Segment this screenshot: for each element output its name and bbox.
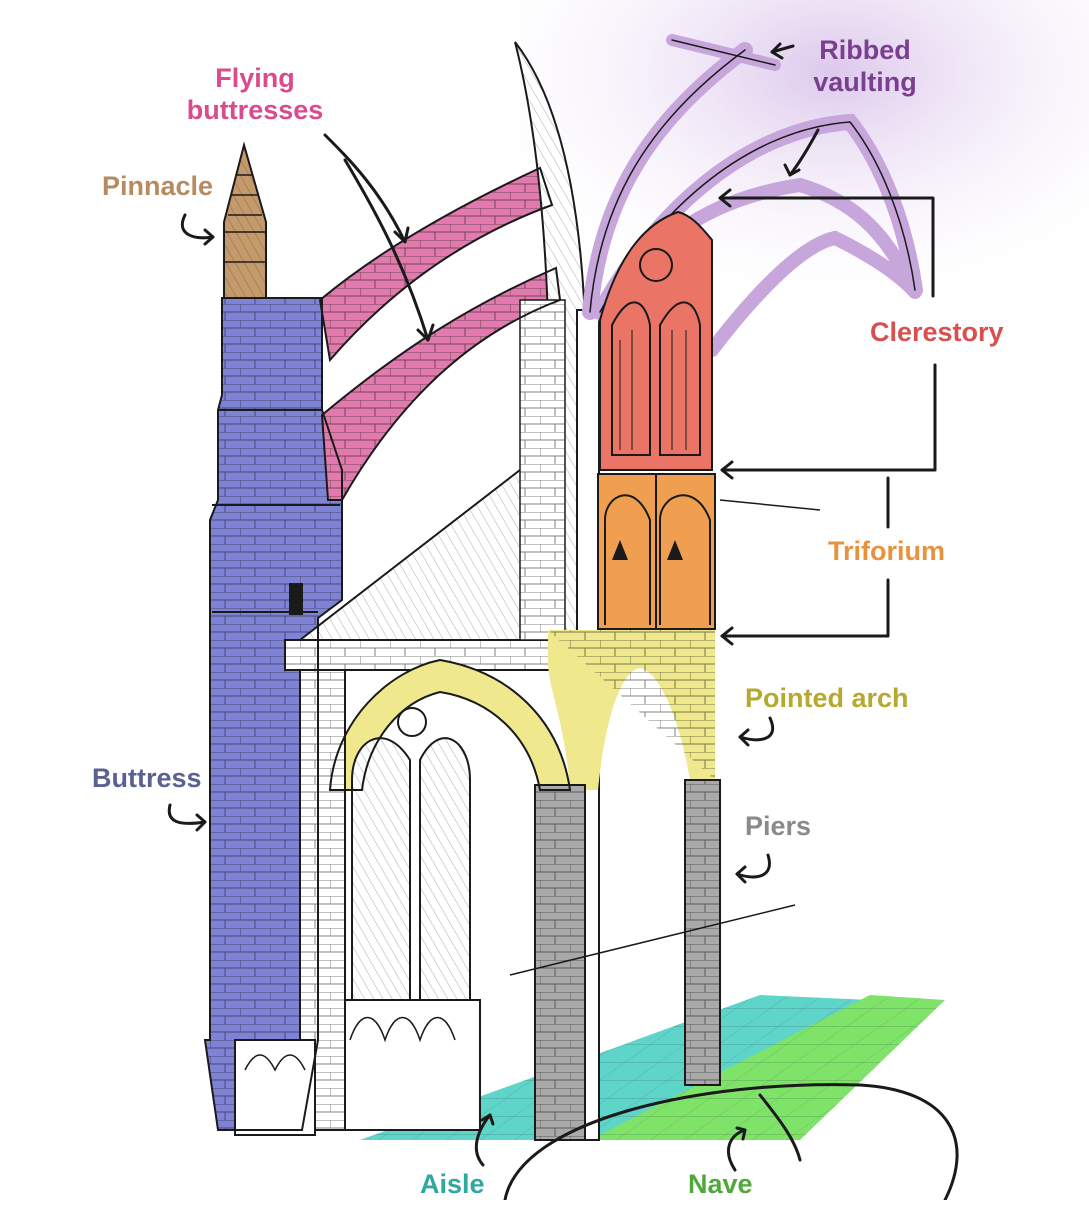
triforium-gallery xyxy=(598,474,715,629)
clerestory-window xyxy=(600,212,712,470)
aisle-window xyxy=(234,669,481,1136)
label-ribbed-vaulting-line2: vaulting xyxy=(813,67,917,97)
pointed-arches xyxy=(330,630,715,790)
label-ribbed-vaulting-line1: Ribbed xyxy=(819,35,911,65)
label-triforium: Triforium xyxy=(828,536,946,566)
callout-arrows xyxy=(167,42,959,1202)
label-clerestory: Clerestory xyxy=(870,317,1004,347)
pinnacle-spire xyxy=(224,145,266,298)
label-flying-buttresses-line1: Flying xyxy=(215,63,295,93)
label-pinnacle: Pinnacle xyxy=(102,171,214,201)
label-nave: Nave xyxy=(688,1169,753,1199)
label-pointed-arch: Pointed arch xyxy=(745,683,909,713)
label-ribbed-vaulting: Ribbed vaulting xyxy=(800,34,930,98)
nave-floor xyxy=(590,995,945,1140)
label-buttress: Buttress xyxy=(92,763,202,793)
label-flying-buttresses-line2: buttresses xyxy=(186,95,324,125)
aisle-floor xyxy=(360,995,870,1140)
label-aisle: Aisle xyxy=(420,1169,485,1199)
label-flying-buttresses: Flying buttresses xyxy=(180,62,330,126)
aisle-roof xyxy=(284,469,561,671)
label-piers: Piers xyxy=(745,811,812,841)
